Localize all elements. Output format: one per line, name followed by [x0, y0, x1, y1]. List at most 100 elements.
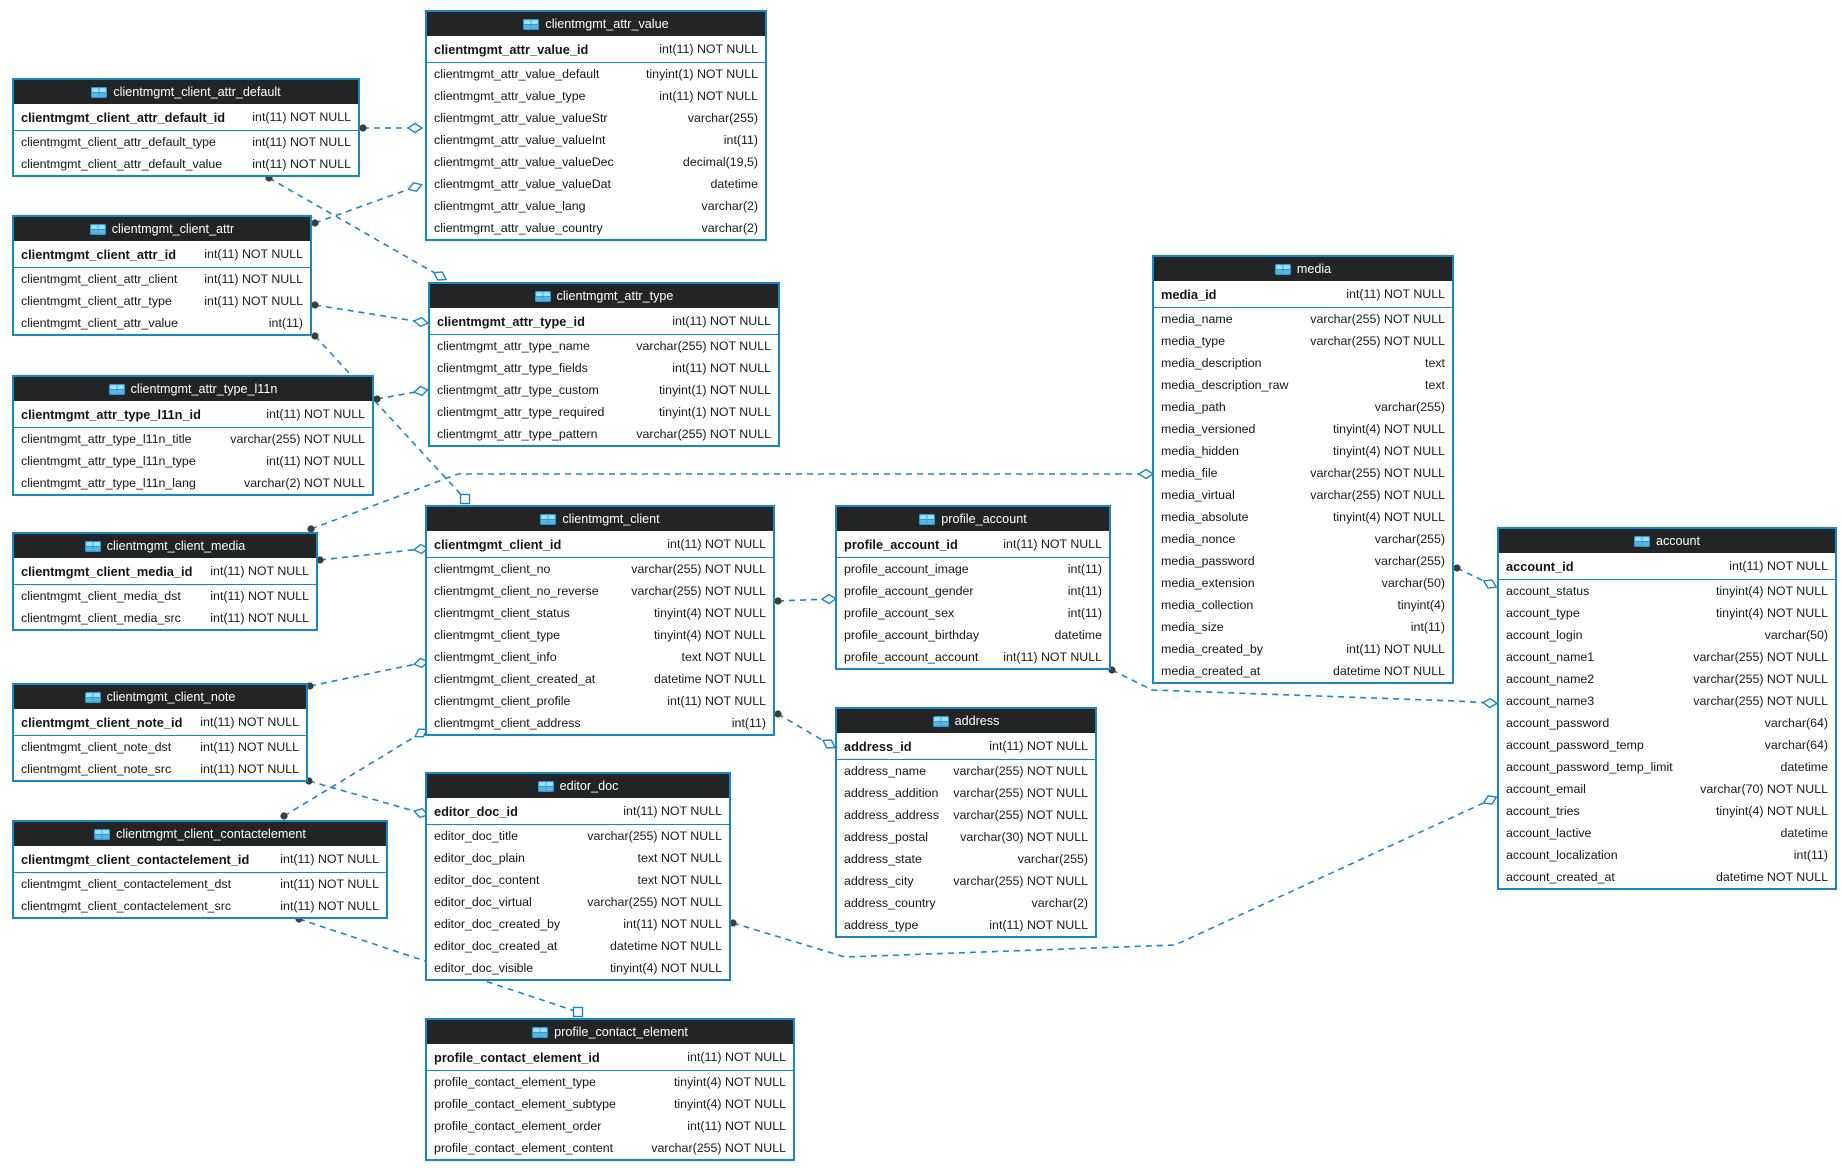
- table-header[interactable]: clientmgmt_client_contactelement: [14, 822, 386, 846]
- table-header[interactable]: clientmgmt_client_attr_default: [14, 80, 358, 104]
- table-header[interactable]: media: [1154, 257, 1452, 281]
- relationship-clientmgmt_client_note-to-clientmgmt_client[interactable]: [309, 662, 422, 687]
- table-header[interactable]: account: [1499, 529, 1835, 553]
- relationship-clientmgmt_client-to-profile_account[interactable]: [777, 598, 830, 602]
- table-header[interactable]: clientmgmt_client_attr: [14, 217, 310, 241]
- table-header[interactable]: clientmgmt_client: [427, 507, 773, 531]
- relationship-clientmgmt_client_note-to-editor_doc[interactable]: [308, 780, 422, 814]
- relationship-editor_doc-to-account[interactable]: [732, 799, 1491, 958]
- table-header[interactable]: clientmgmt_attr_type_l11n: [14, 377, 372, 401]
- relationship-clientmgmt_client_contactelement-to-clientmgmt_client[interactable]: [283, 732, 422, 817]
- relationship-clientmgmt_client_attr-to-clientmgmt_attr_type[interactable]: [314, 304, 422, 323]
- table-header[interactable]: profile_contact_element: [427, 1020, 793, 1044]
- relationship-clientmgmt_client_attr-to-clientmgmt_client[interactable]: [314, 335, 466, 500]
- table-header[interactable]: clientmgmt_attr_type: [430, 284, 778, 308]
- relationship-clientmgmt_client-to-address[interactable]: [777, 713, 830, 745]
- table-header[interactable]: address: [837, 709, 1095, 733]
- table-header[interactable]: clientmgmt_client_media: [14, 534, 316, 558]
- table-header[interactable]: profile_account: [837, 507, 1109, 531]
- relationship-clientmgmt_client_attr-to-clientmgmt_attr_value[interactable]: [314, 186, 416, 224]
- table-header[interactable]: editor_doc: [427, 774, 729, 798]
- relationship-clientmgmt_client_media-to-clientmgmt_client[interactable]: [319, 548, 422, 561]
- relationship-clientmgmt_client_media-to-media[interactable]: [310, 473, 1146, 530]
